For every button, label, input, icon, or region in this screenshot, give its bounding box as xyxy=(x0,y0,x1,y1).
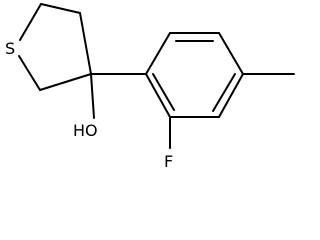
bond-ar-3 xyxy=(218,32,244,75)
sulfur-label: S xyxy=(5,39,15,58)
fluorine-label: F xyxy=(164,152,173,171)
bond-ar-4 xyxy=(218,73,244,118)
bond-ar-double-left xyxy=(152,73,175,111)
bond-c-oh xyxy=(90,73,95,119)
bond-s-c2 xyxy=(19,3,42,41)
thiolane-ring xyxy=(18,3,92,91)
benzene-ring xyxy=(145,32,244,118)
bond-ar-6 xyxy=(145,73,171,118)
bond-ar-double-right xyxy=(212,73,236,112)
molecule-structure: S HO F xyxy=(5,3,295,171)
bond-ar-1 xyxy=(145,32,171,75)
bond-c3-c4 xyxy=(79,12,92,75)
bond-c4-c5 xyxy=(39,73,92,91)
hydroxyl-label: HO xyxy=(73,121,98,140)
bond-c5-s xyxy=(18,55,41,91)
bond-c2-c3 xyxy=(40,3,81,14)
